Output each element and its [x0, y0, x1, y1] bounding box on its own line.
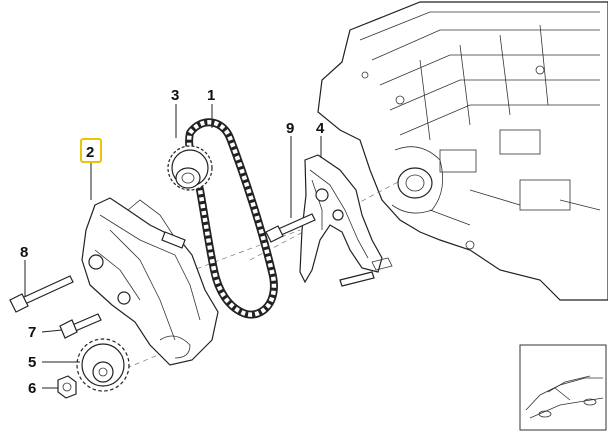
callout-9: 9: [286, 120, 294, 137]
chain-guide-cover: [81, 197, 219, 366]
callout-3: 3: [171, 87, 179, 104]
callout-8: 8: [20, 244, 28, 261]
vehicle-thumbnail: [519, 344, 607, 431]
engine-block: [317, 1, 608, 301]
sprocket-gear: [167, 145, 213, 191]
callout-1: 1: [207, 87, 215, 104]
callout-2-highlight: [80, 138, 102, 163]
timing-chain: [185, 118, 278, 319]
nut-6: [57, 375, 77, 399]
short-bolt-7: [59, 313, 102, 339]
callout-2: 2: [86, 144, 94, 161]
bolt-9: [265, 213, 316, 243]
callout-7: 7: [28, 324, 36, 341]
leader-lines: [24, 104, 322, 389]
callout-4: 4: [316, 120, 325, 137]
callout-labels: 1 3 2 9 4 8 7 5 6: [20, 87, 325, 397]
sprocket-5: [76, 338, 130, 392]
callout-6: 6: [28, 380, 36, 397]
callout-5: 5: [28, 354, 36, 371]
long-bolt-8: [9, 275, 74, 313]
tensioner-arm: [299, 154, 393, 287]
